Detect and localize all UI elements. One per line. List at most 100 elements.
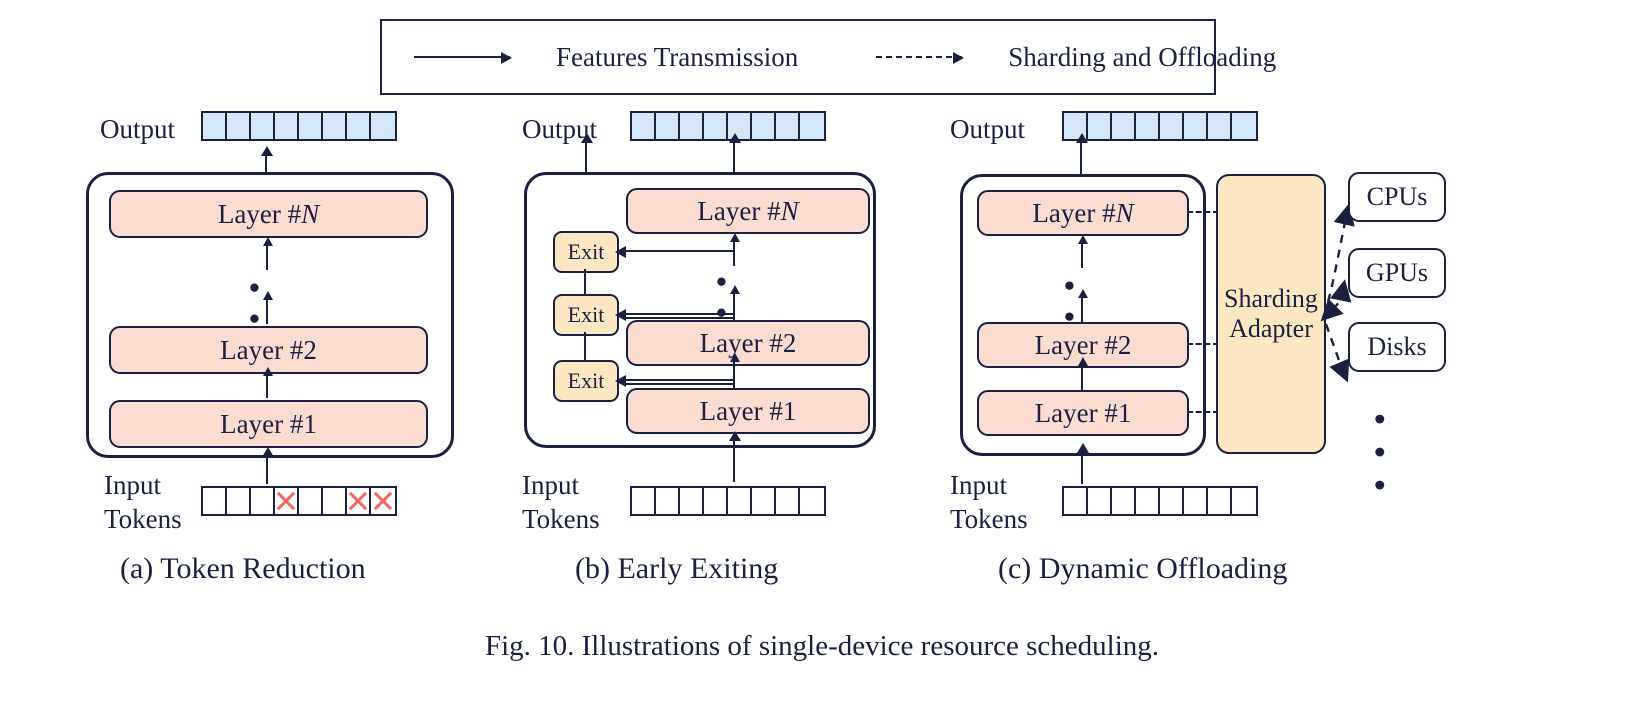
arrow-layern-to-output-b <box>728 133 741 178</box>
layer-1-label-a: Layer #1 <box>220 408 317 439</box>
arrow-stub-layer1-b <box>729 353 740 388</box>
layer-n-box-b: Layer #N <box>626 188 870 234</box>
subcaption-a: (a) Token Reduction <box>120 552 366 585</box>
device-label-disks: Disks <box>1367 332 1427 361</box>
exit-box-3-b: Exit <box>553 231 619 273</box>
legend-item-features-transmission: Features Transmission <box>414 42 798 73</box>
input-cell <box>656 488 680 514</box>
output-cell <box>800 113 824 139</box>
output-cell <box>203 113 227 139</box>
input-label-line1-a: Input <box>104 470 161 500</box>
layer-2-label-c: Layer #2 <box>1034 329 1132 360</box>
input-cell-dropped <box>275 488 299 514</box>
input-cell <box>227 488 251 514</box>
arrow-input-to-model-b <box>728 431 741 482</box>
input-cell <box>251 488 275 514</box>
arrow-layer2-to-ellipsis-a <box>262 291 273 324</box>
dashed-arrow-icon <box>876 52 965 64</box>
input-cell-dropped <box>371 488 395 514</box>
layer-2-box-b: Layer #2 <box>626 320 870 366</box>
arrow-ellipsis-to-layer-n-a <box>262 237 273 270</box>
input-cell <box>1112 488 1136 514</box>
input-label-line1-b: Input <box>522 470 579 500</box>
arrow-model-to-output-c <box>1075 133 1088 178</box>
exit-box-2-b: Exit <box>553 294 619 336</box>
layer-1-box-a: Layer #1 <box>109 400 428 448</box>
layer-2-box-a: Layer #2 <box>109 326 428 374</box>
input-label-line2-b: Tokens <box>522 504 600 534</box>
output-cell <box>323 113 347 139</box>
arrow-stub-layer2-b <box>729 285 740 320</box>
dashed-arrow-adapter-to-gpus <box>1329 279 1352 313</box>
arrow-layer2-to-ellipsis-c <box>1077 289 1088 322</box>
output-cell <box>632 113 656 139</box>
input-label-line1-c: Input <box>950 470 1007 500</box>
device-label-gpus: GPUs <box>1365 258 1429 287</box>
input-cell <box>1160 488 1184 514</box>
output-cell <box>347 113 371 139</box>
output-cell <box>299 113 323 139</box>
output-cell <box>1112 113 1136 139</box>
layer-1-box-c: Layer #1 <box>977 390 1189 436</box>
input-cell <box>632 488 656 514</box>
output-token-strip-a <box>201 111 397 141</box>
output-label-a: Output <box>100 114 176 144</box>
input-cell <box>680 488 704 514</box>
input-cell <box>800 488 824 514</box>
arrow-layer1-to-exit1-b <box>615 374 733 387</box>
solid-arrow-icon <box>414 52 512 64</box>
device-label-cpus: CPUs <box>1366 182 1428 211</box>
exit-label: Exit <box>567 302 605 327</box>
output-cell <box>776 113 800 139</box>
device-box-cpus: CPUs <box>1348 172 1446 222</box>
input-token-strip-b <box>630 486 826 516</box>
exit-connector-1-2-b <box>584 332 586 360</box>
output-cell <box>371 113 395 139</box>
input-cell <box>203 488 227 514</box>
output-cell <box>1184 113 1208 139</box>
output-cell <box>227 113 251 139</box>
offload-arrows-group <box>1320 203 1355 383</box>
legend-box: Features Transmission Sharding and Offlo… <box>380 19 1276 95</box>
input-label-line2-a: Tokens <box>104 504 182 534</box>
output-cell <box>752 113 776 139</box>
arrow-layern-to-exit3-b <box>615 245 733 258</box>
layer-1-box-b: Layer #1 <box>626 388 870 434</box>
dashed-arrow-layern-to-adapter <box>1187 206 1230 219</box>
figure-caption: Fig. 10. Illustrations of single-device … <box>484 630 1160 662</box>
output-cell <box>1160 113 1184 139</box>
output-cell <box>704 113 728 139</box>
input-cell-dropped <box>347 488 371 514</box>
output-cell <box>1088 113 1112 139</box>
layer-n-label-c: Layer #N <box>1032 197 1134 228</box>
output-cell <box>1232 113 1256 139</box>
device-box-gpus: GPUs <box>1348 248 1446 298</box>
subcaption-c: (c) Dynamic Offloading <box>998 552 1288 585</box>
output-cell <box>656 113 680 139</box>
arrow-layer1-to-layer2-a <box>262 367 273 398</box>
input-label-b: Input Tokens <box>522 468 600 536</box>
input-cell <box>728 488 752 514</box>
input-cell <box>1232 488 1256 514</box>
arrow-layer1-to-exit1-b-second <box>625 383 735 385</box>
input-cell <box>776 488 800 514</box>
arrow-input-to-model-a <box>261 447 274 484</box>
dashed-arrow-adapter-to-cpus <box>1322 203 1355 317</box>
input-cell <box>704 488 728 514</box>
arrow-layer2-to-exit2-b <box>615 308 733 321</box>
arrow-ellipsis-to-layern-c <box>1077 235 1088 268</box>
input-label-a: Input Tokens <box>104 468 182 536</box>
layer-2-label-b: Layer #2 <box>699 327 797 358</box>
legend-label-features-transmission: Features Transmission <box>556 41 799 72</box>
dashed-arrow-gpus-to-adapter <box>1320 291 1349 322</box>
device-ellipsis: • • • <box>1374 402 1390 504</box>
output-token-strip-c <box>1062 111 1258 141</box>
exit-box-1-b: Exit <box>553 360 619 402</box>
layer-n-label-a: Layer #N <box>217 198 320 229</box>
arrow-stub-layern-b <box>729 233 740 266</box>
output-label-c: Output <box>950 114 1026 144</box>
output-cell <box>680 113 704 139</box>
input-cell <box>752 488 776 514</box>
adapter-line1: Sharding <box>1224 284 1318 313</box>
